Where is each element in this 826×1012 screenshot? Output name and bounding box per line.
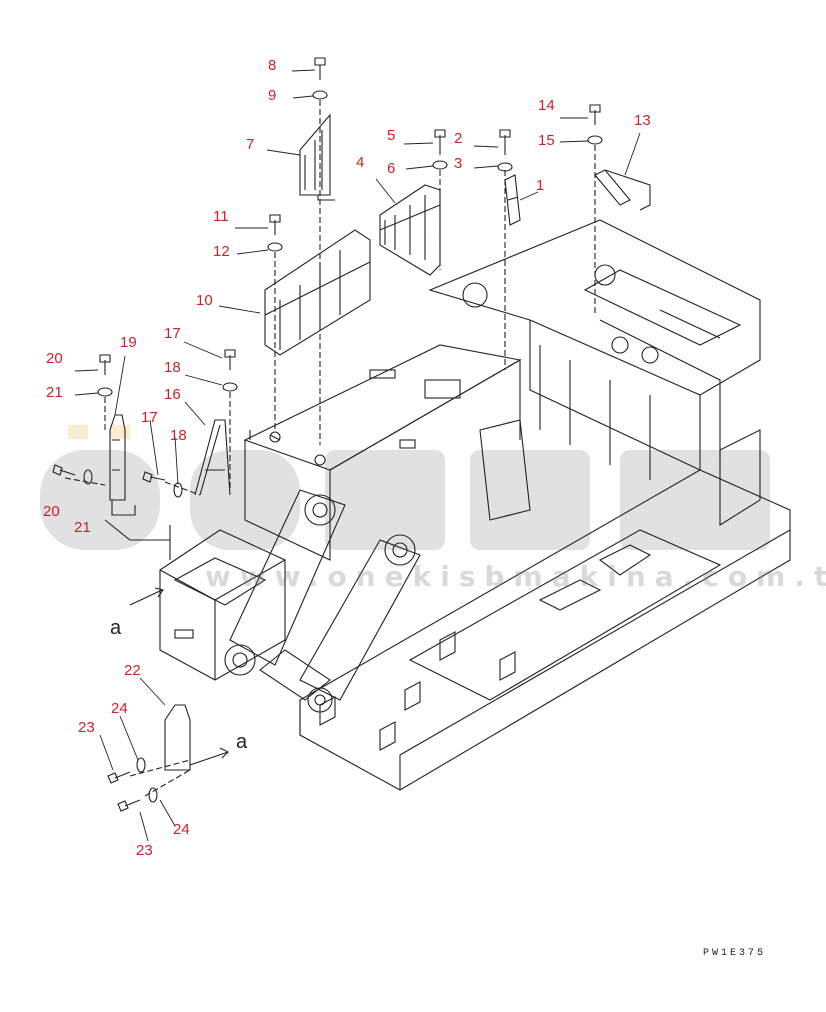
frame-drawing (52, 57, 791, 842)
callout-3: 3 (454, 155, 463, 172)
callout-24: 24 (111, 700, 128, 717)
callout-17b: 17 (141, 409, 158, 426)
drawing-code: PW1E375 (703, 948, 767, 959)
callout-18b: 18 (170, 427, 187, 444)
callout-18: 18 (164, 359, 181, 376)
callout-6: 6 (387, 160, 396, 177)
callout-19: 19 (120, 334, 137, 351)
callout-1: 1 (536, 177, 545, 194)
callout-10: 10 (196, 292, 213, 309)
callout-23b: 23 (136, 842, 153, 859)
section-arrow-label-a: a (110, 617, 122, 639)
section-arrow-label-a: a (236, 731, 248, 753)
callout-20: 20 (46, 350, 63, 367)
callout-7: 7 (246, 136, 255, 153)
callout-16: 16 (164, 386, 181, 403)
callout-20b: 20 (43, 503, 60, 520)
callout-11: 11 (213, 208, 229, 225)
callout-4: 4 (356, 154, 365, 171)
callout-9: 9 (268, 87, 277, 104)
callout-23: 23 (78, 719, 95, 736)
callout-13: 13 (634, 112, 651, 129)
callout-12: 12 (213, 243, 230, 260)
callout-14: 14 (538, 97, 555, 114)
callout-21b: 21 (74, 519, 91, 536)
callout-2: 2 (454, 130, 463, 147)
callout-21: 21 (46, 384, 63, 401)
callout-22: 22 (124, 662, 141, 679)
callout-5: 5 (387, 127, 396, 144)
callout-17: 17 (164, 325, 181, 342)
watermark-site: www.onekisbmakina.com.tr (205, 560, 826, 593)
watermark-logo (40, 425, 770, 550)
callout-8: 8 (268, 57, 277, 74)
callout-15: 15 (538, 132, 555, 149)
callout-24b: 24 (173, 821, 190, 838)
